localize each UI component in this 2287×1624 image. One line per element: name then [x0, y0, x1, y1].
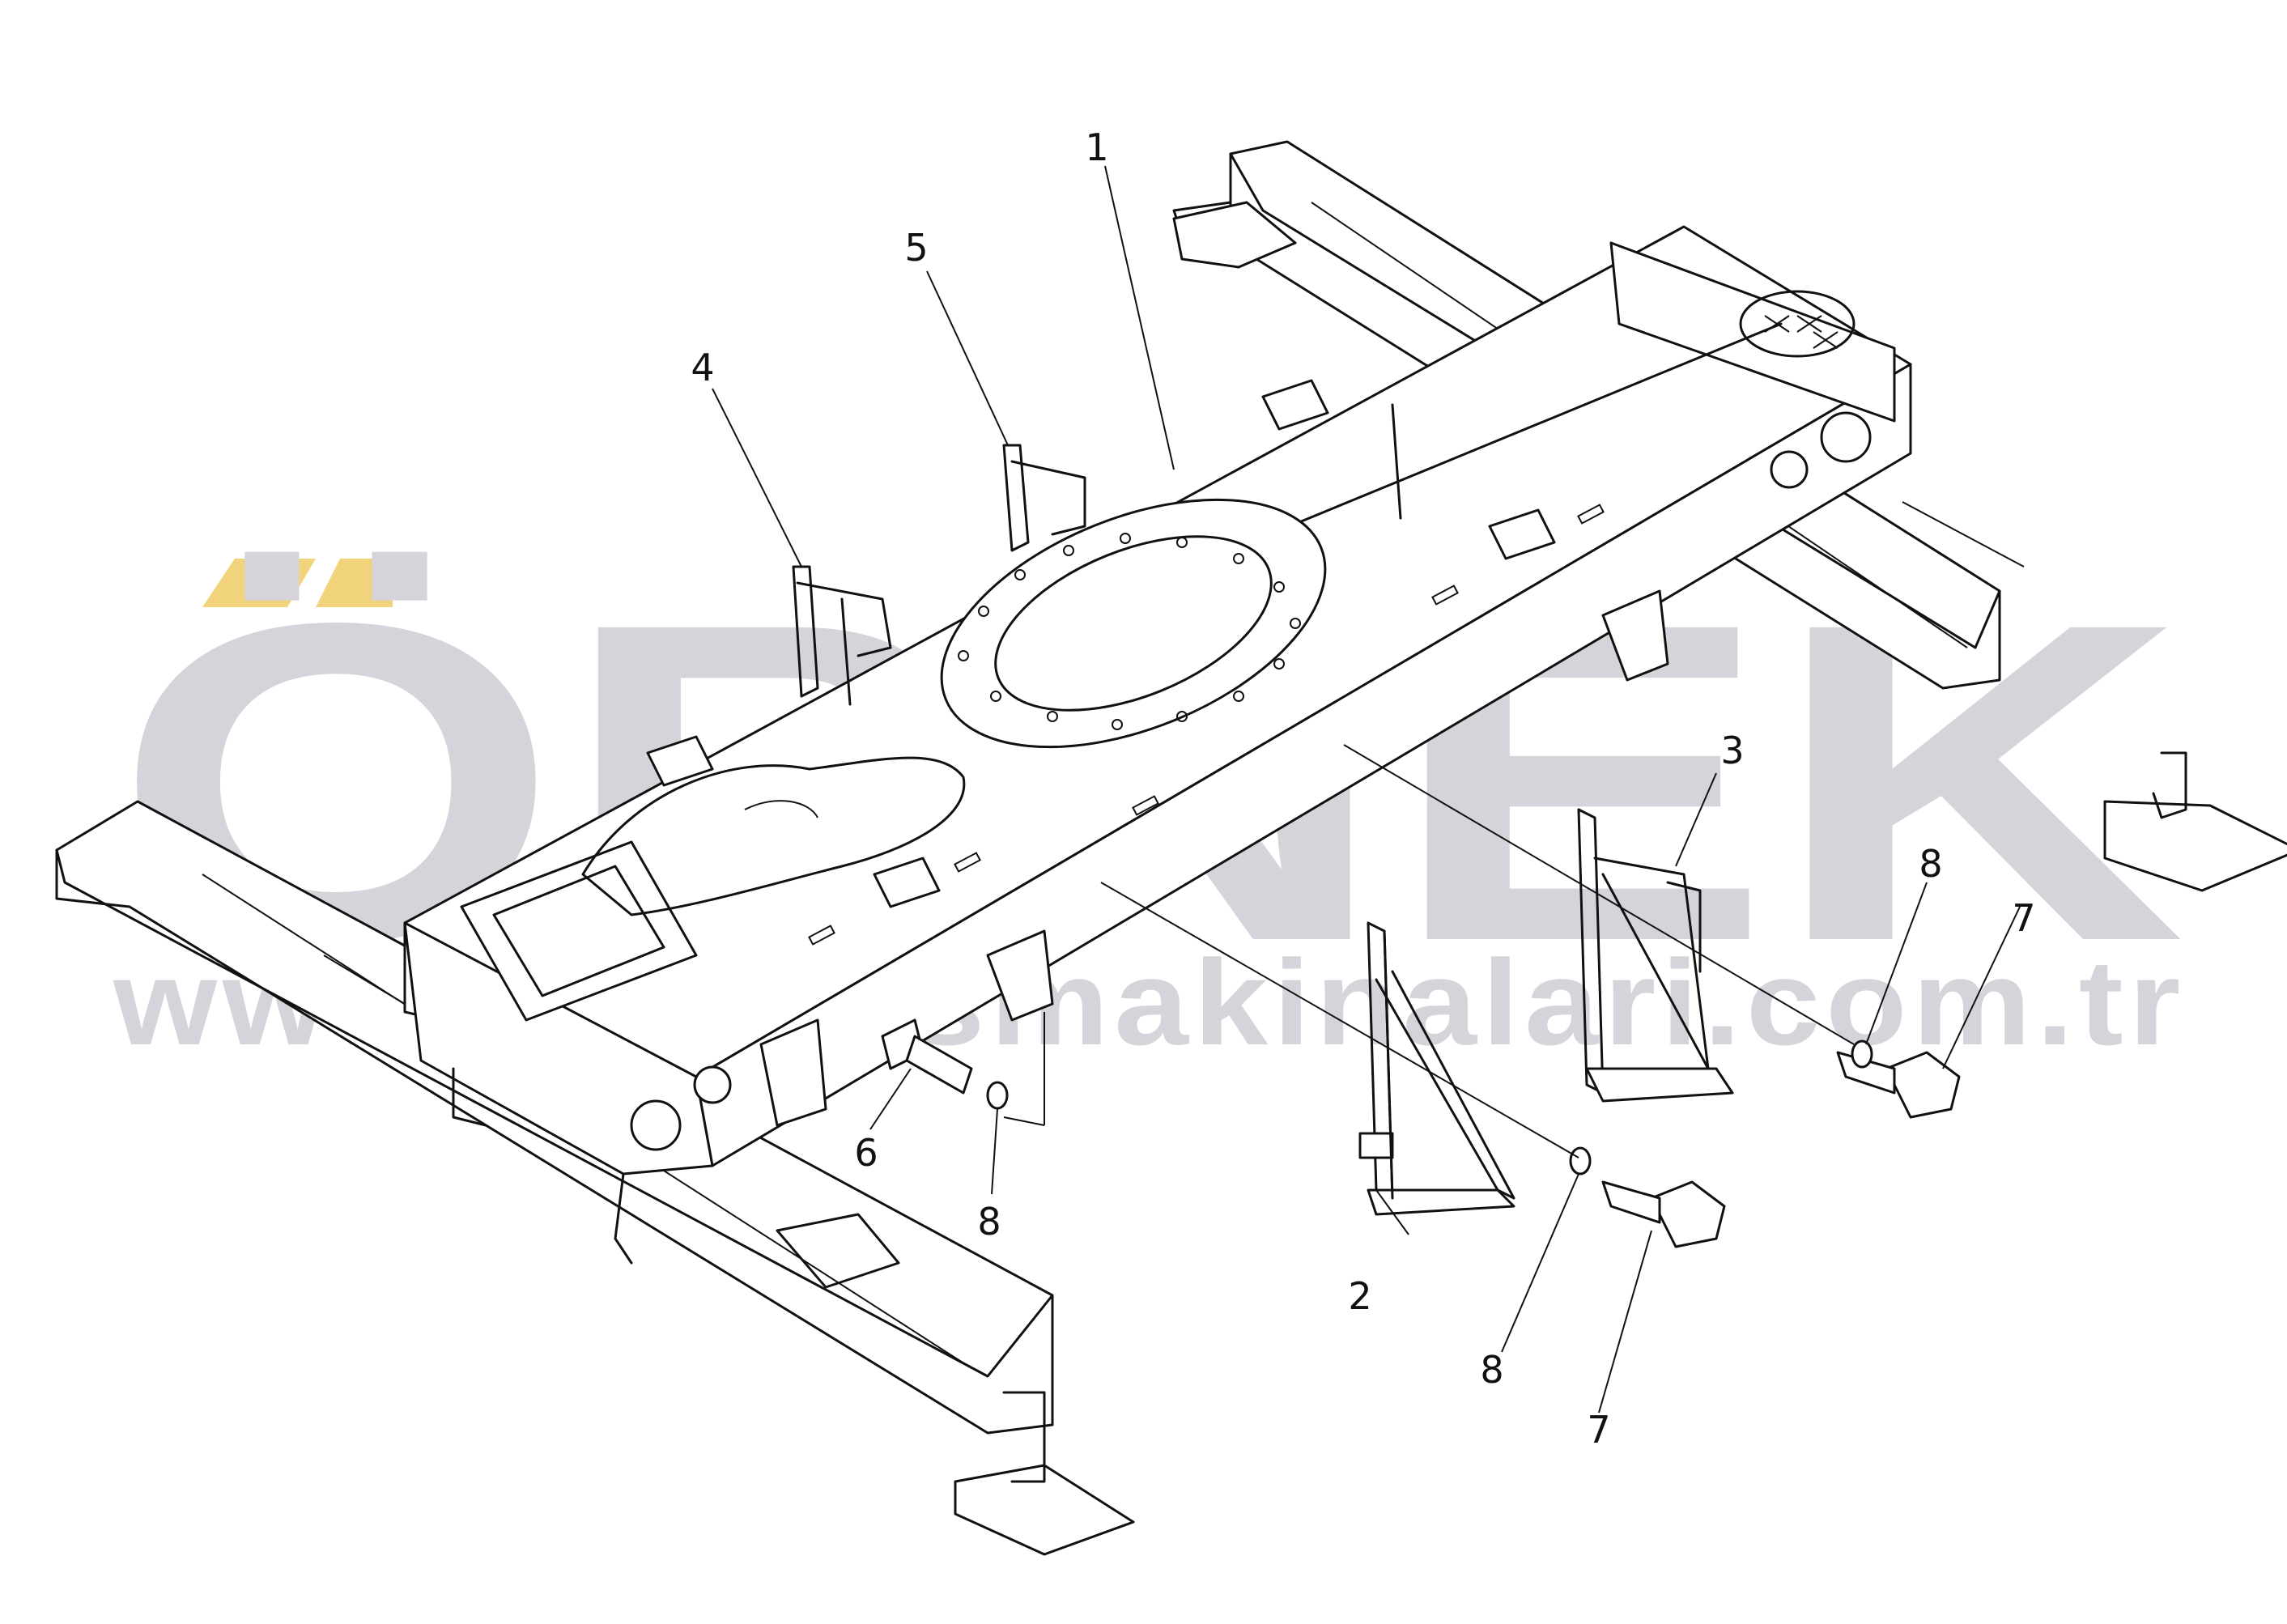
- callout-1: 1: [1085, 125, 1108, 169]
- callout-8-upper: 8: [1919, 842, 1942, 886]
- washer-8a: [986, 1081, 1009, 1110]
- callout-5: 5: [904, 226, 928, 270]
- callout-6: 6: [854, 1131, 878, 1175]
- callout-3: 3: [1720, 729, 1744, 772]
- assembly-lines: [1003, 744, 1855, 1158]
- callouts: 1 2 3 4 5 6 7 7 8 8 8: [691, 125, 2035, 1452]
- main-frame: [403, 225, 1912, 1265]
- callout-7-upper: 7: [2012, 896, 2035, 940]
- mount-bracket-4: [792, 565, 892, 706]
- leader-lines: [712, 165, 2021, 1414]
- step-bracket-3: [1577, 808, 1734, 1103]
- mount-bracket-5: [1002, 444, 1086, 552]
- slew-ring-bolts: [958, 533, 1301, 730]
- watermark-umlaut-left: [202, 559, 316, 607]
- bolt-7a: [1836, 1051, 1961, 1119]
- callout-8-left: 8: [977, 1200, 1001, 1244]
- callout-4: 4: [691, 346, 714, 389]
- bolt-7b: [1601, 1180, 1726, 1248]
- washer-8c: [1569, 1146, 1592, 1175]
- bolt-6: [881, 1018, 973, 1095]
- washer-8b: [1851, 1039, 1873, 1069]
- callout-8-lower: 8: [1480, 1348, 1503, 1392]
- callout-7-lower: 7: [1587, 1408, 1610, 1452]
- watermark-umlaut-right: [316, 559, 393, 607]
- callout-2: 2: [1348, 1274, 1371, 1318]
- step-bracket-2: [1358, 921, 1515, 1216]
- frame-slots: [808, 504, 1605, 946]
